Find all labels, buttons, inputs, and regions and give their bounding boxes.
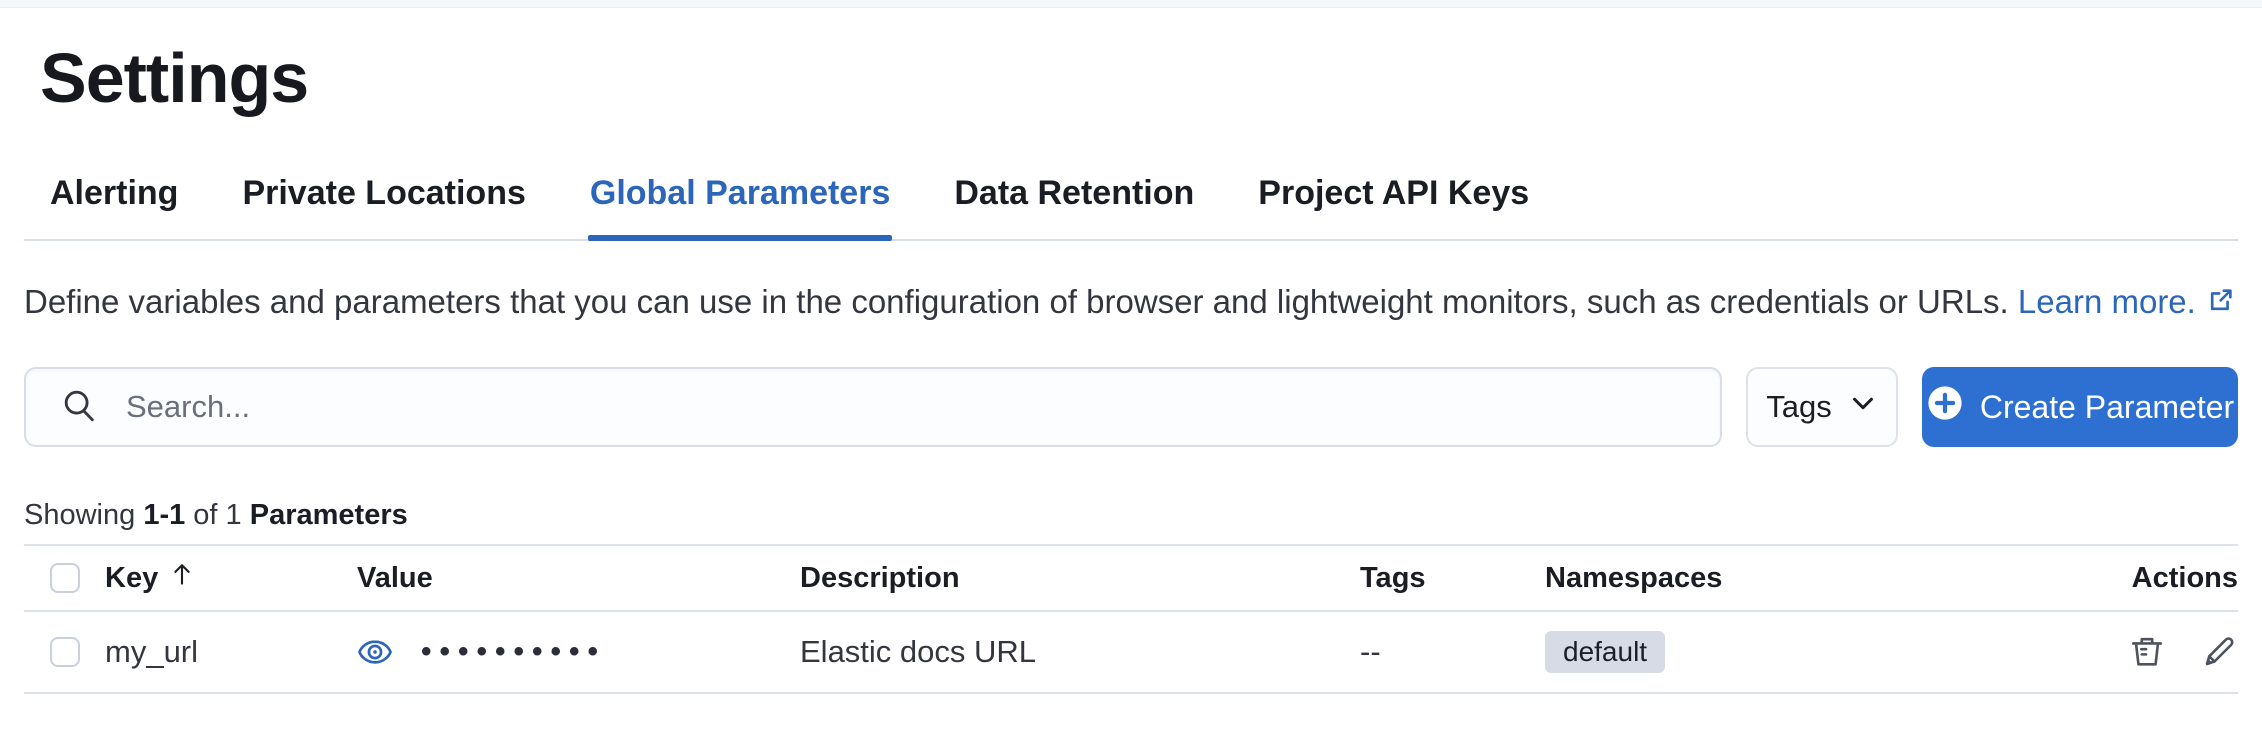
description-text: Define variables and parameters that you… [24,283,2009,320]
page-title: Settings [40,39,309,117]
tab-private-locations[interactable]: Private Locations [242,174,526,212]
namespace-badge: default [1545,631,1666,673]
param-value-cell: •••••••••• [357,634,800,670]
parameters-table: Key Value Description Tags Namespaces Ac… [24,544,2238,694]
learn-more-link[interactable]: Learn more. [2018,283,2236,320]
eye-icon[interactable] [357,634,393,670]
tags-filter-button[interactable]: Tags [1746,367,1898,447]
column-header-key[interactable]: Key [105,560,357,596]
row-checkbox[interactable] [49,637,80,667]
tags-filter-label: Tags [1766,389,1832,424]
row-actions [2128,633,2238,671]
settings-page: Settings Alerting Private Locations Glob… [0,38,2262,694]
results-entity: Parameters [249,499,408,531]
tab-global-parameters[interactable]: Global Parameters [587,174,893,241]
select-all-cell [24,563,105,593]
settings-tabs: Alerting Private Locations Global Parame… [24,174,2238,241]
tab-data-retention[interactable]: Data Retention [954,174,1195,212]
column-header-description: Description [800,561,960,594]
column-header-tags: Tags [1360,561,1426,594]
sort-ascending-arrow-icon [168,560,196,596]
row-select-cell [24,637,105,667]
chevron-down-icon [1848,388,1878,426]
column-header-value: Value [357,561,433,594]
param-masked-value: •••••••••• [421,635,607,668]
external-link-icon [2206,279,2236,329]
select-all-checkbox[interactable] [49,563,80,593]
search-icon [46,386,108,429]
param-tags: -- [1360,634,1381,669]
table-header-row: Key Value Description Tags Namespaces Ac… [24,544,2238,612]
column-header-actions: Actions [2131,561,2238,594]
top-edge-strip [0,0,2262,8]
param-namespaces: default [1545,631,2128,673]
tab-project-api-keys[interactable]: Project API Keys [1258,174,1530,212]
pencil-icon[interactable] [2200,633,2238,671]
plus-in-circle-icon [1926,384,1964,430]
results-range: 1-1 [143,499,186,531]
create-parameter-label: Create Parameter [1979,388,2235,425]
trash-icon[interactable] [2128,633,2166,671]
create-parameter-button[interactable]: Create Parameter [1922,367,2238,447]
tab-alerting[interactable]: Alerting [50,174,179,212]
search-box[interactable] [24,367,1722,447]
table-row: my_url •••••••••• Elastic docs URL -- de… [24,612,2238,694]
page-description: Define variables and parameters that you… [24,277,2238,329]
param-description: Elastic docs URL [800,634,1037,669]
column-header-namespaces: Namespaces [1545,561,1723,594]
search-input[interactable] [108,389,1700,425]
param-key: my_url [105,634,199,669]
results-summary: Showing 1-1 of 1 Parameters [24,499,408,531]
parameters-toolbar: Tags Create Parameter [24,367,2238,447]
